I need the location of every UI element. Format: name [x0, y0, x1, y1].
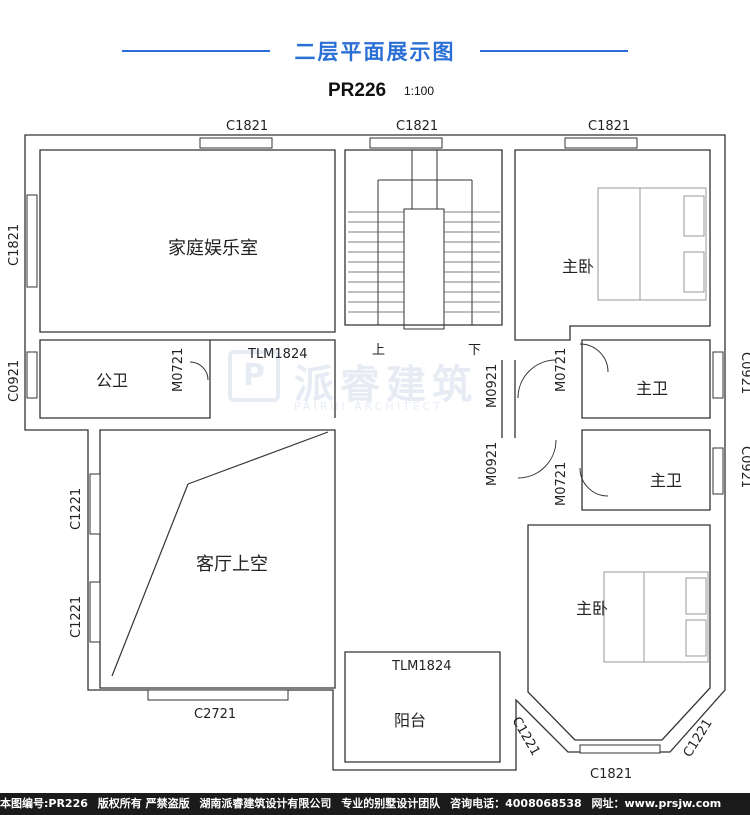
window-label: C0921 [7, 360, 22, 402]
door-label: M0921 [485, 442, 500, 486]
window-label: C0921 [738, 352, 750, 394]
stair-treads [348, 211, 500, 313]
room-master-bed-top: 主卧 [562, 257, 594, 276]
room-balcony: 阳台 [394, 711, 426, 730]
door-label: TLM1824 [247, 347, 307, 362]
bed-bottom-icon [603, 571, 709, 663]
door-label: TLM1824 [391, 659, 451, 674]
bed-top-icon [597, 187, 707, 301]
stair-up: 上 [372, 343, 385, 358]
door-label: M0721 [554, 462, 569, 506]
window-label: C1821 [590, 767, 632, 782]
window-label: C1221 [681, 716, 716, 760]
stair-down: 下 [468, 343, 481, 358]
door-label: M0921 [485, 364, 500, 408]
window-label: C1821 [7, 224, 22, 266]
footer-bar: 本图编号:PR226 版权所有 严禁盗版 湖南派睿建筑设计有限公司 专业的别墅设… [0, 793, 750, 815]
window-label: C1221 [69, 596, 84, 638]
room-master-bath-1: 主卫 [636, 379, 668, 398]
door-label: M0721 [554, 348, 569, 392]
window-label: C1821 [396, 119, 438, 134]
walls [24, 134, 726, 771]
window-label: C1821 [226, 119, 268, 134]
footer-company: 湖南派睿建筑设计有限公司 [199, 797, 332, 810]
door-swings [189, 343, 609, 497]
page-title: 二层平面展示图 [294, 40, 456, 64]
footer-slogan: 专业的别墅设计团队 [341, 797, 441, 810]
window-marks [26, 137, 724, 754]
footer-phone: 咨询电话：4008068538 [450, 797, 582, 810]
footer-website: 网址：www.prsjw.com [591, 797, 722, 810]
window-label: C1221 [69, 488, 84, 530]
header-line-right [480, 50, 628, 52]
footer-copyright: 版权所有 严禁盗版 [97, 797, 190, 810]
window-label: C1821 [588, 119, 630, 134]
room-family: 家庭娱乐室 [168, 238, 258, 259]
door-label: M0721 [171, 348, 186, 392]
plan-code: PR226 [328, 80, 387, 101]
stair [377, 150, 473, 330]
room-living-void: 客厅上空 [196, 554, 268, 575]
window-label: C0921 [738, 446, 750, 488]
window-label: C2721 [194, 707, 236, 722]
header-line-left [122, 50, 270, 52]
plan-scale: 1:100 [404, 84, 435, 98]
room-public-bath: 公卫 [96, 371, 128, 390]
void-diagonals [111, 431, 329, 677]
floor-plan: 家庭娱乐室 公卫 客厅上空 主卧 主卫 主卫 主卧 阳台 上 下 C1821 C… [7, 119, 750, 782]
room-master-bed-bottom: 主卧 [576, 599, 608, 618]
room-master-bath-2: 主卫 [650, 471, 682, 490]
footer-plan-id: 本图编号:PR226 [0, 797, 88, 810]
